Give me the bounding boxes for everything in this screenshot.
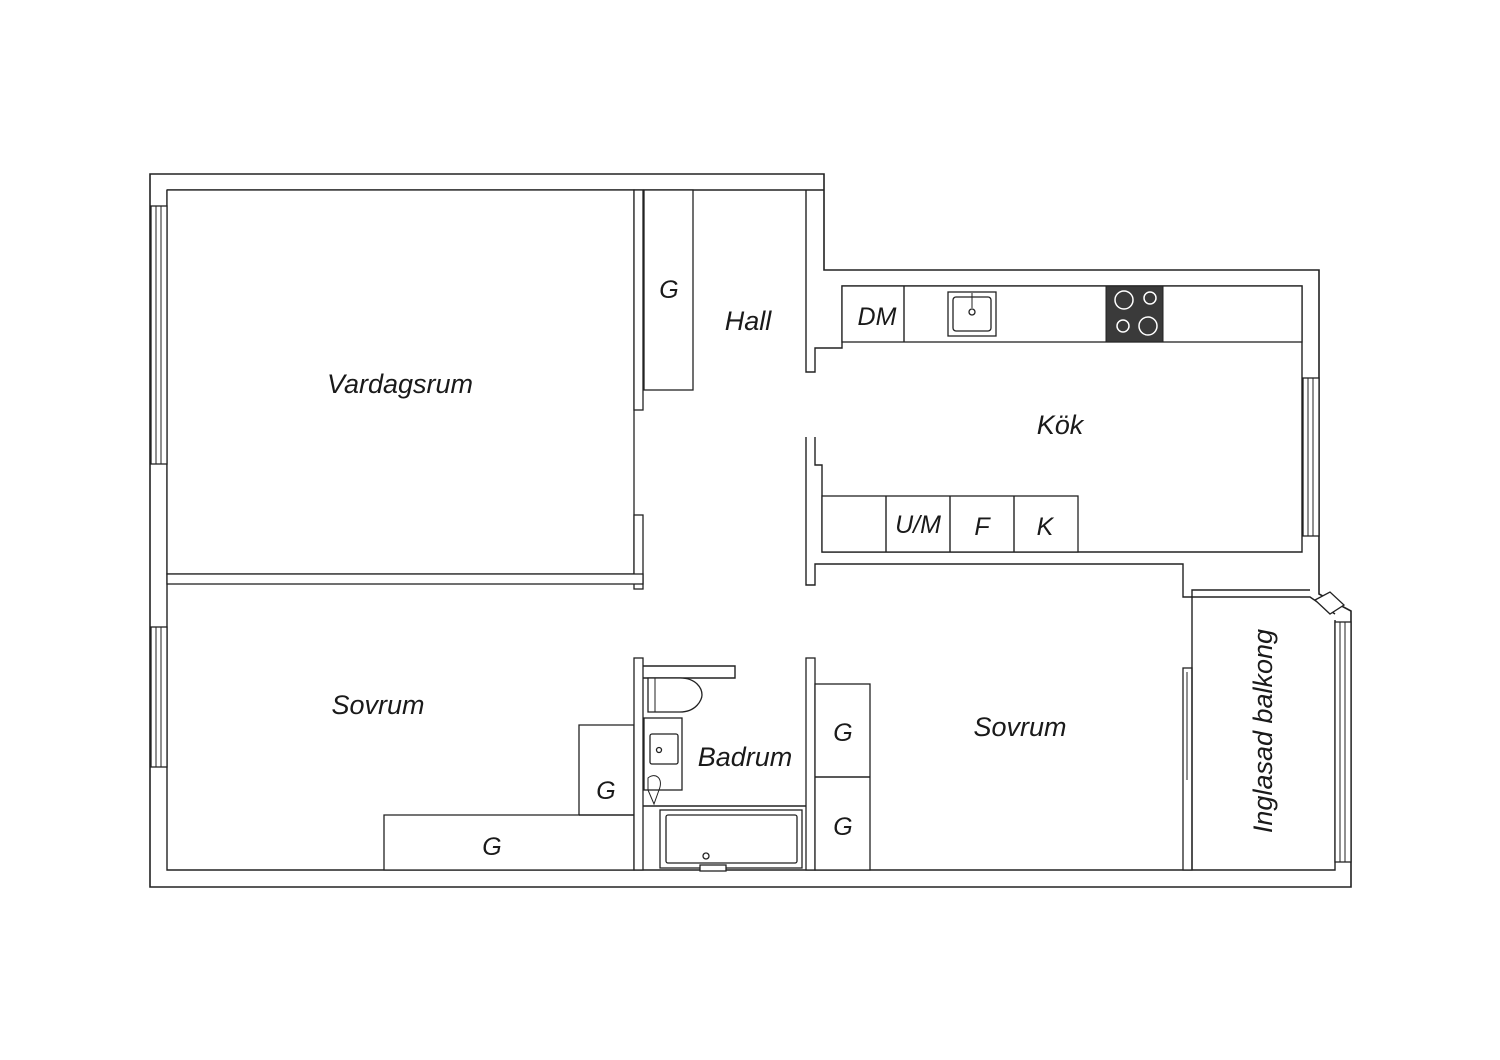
living-room-walls — [150, 189, 644, 590]
window-kitchen — [1302, 377, 1320, 537]
bathroom — [643, 657, 816, 872]
window-left-bedroom — [150, 626, 168, 768]
kitchen-counter — [841, 285, 1303, 343]
kitchen-walls — [805, 190, 1320, 598]
living-room-wall-stub-top — [633, 189, 644, 411]
window-living-room — [150, 205, 168, 465]
living-room-bottom-wall — [166, 573, 644, 585]
glazed-balcony — [1191, 591, 1352, 870]
label-sovrum-left: Sovrum — [331, 690, 424, 720]
label-closet-sovrum-2: G — [482, 833, 501, 861]
living-room-wall-stub-bottom — [633, 514, 644, 590]
right-bedroom — [814, 667, 1193, 871]
label-freezer: F — [974, 513, 991, 541]
label-oven-micro: U/M — [895, 511, 941, 539]
label-sovrum-right: Sovrum — [973, 712, 1066, 742]
label-balkong: Inglasad balkong — [1248, 629, 1278, 833]
bathroom-left-wall — [633, 657, 644, 871]
kitchen-lower-wall — [805, 437, 1310, 598]
label-closet-sovrum-3: G — [833, 719, 852, 747]
window-balcony — [1334, 621, 1352, 863]
label-hall: Hall — [725, 306, 773, 336]
label-closet-sovrum-4: G — [833, 813, 852, 841]
bathroom-right-wall — [805, 657, 816, 871]
label-closet-hall: G — [659, 276, 678, 304]
label-vardagsrum: Vardagsrum — [327, 369, 473, 399]
label-badrum: Badrum — [698, 742, 793, 772]
living-room-outline — [166, 189, 635, 575]
label-kok: Kök — [1037, 410, 1085, 440]
label-closet-sovrum-1: G — [596, 777, 615, 805]
toilet — [647, 677, 703, 713]
left-bedroom-walls — [150, 626, 644, 871]
label-fridge: K — [1037, 513, 1055, 541]
hall-closet — [643, 189, 694, 391]
label-dishwasher: DM — [858, 303, 897, 331]
